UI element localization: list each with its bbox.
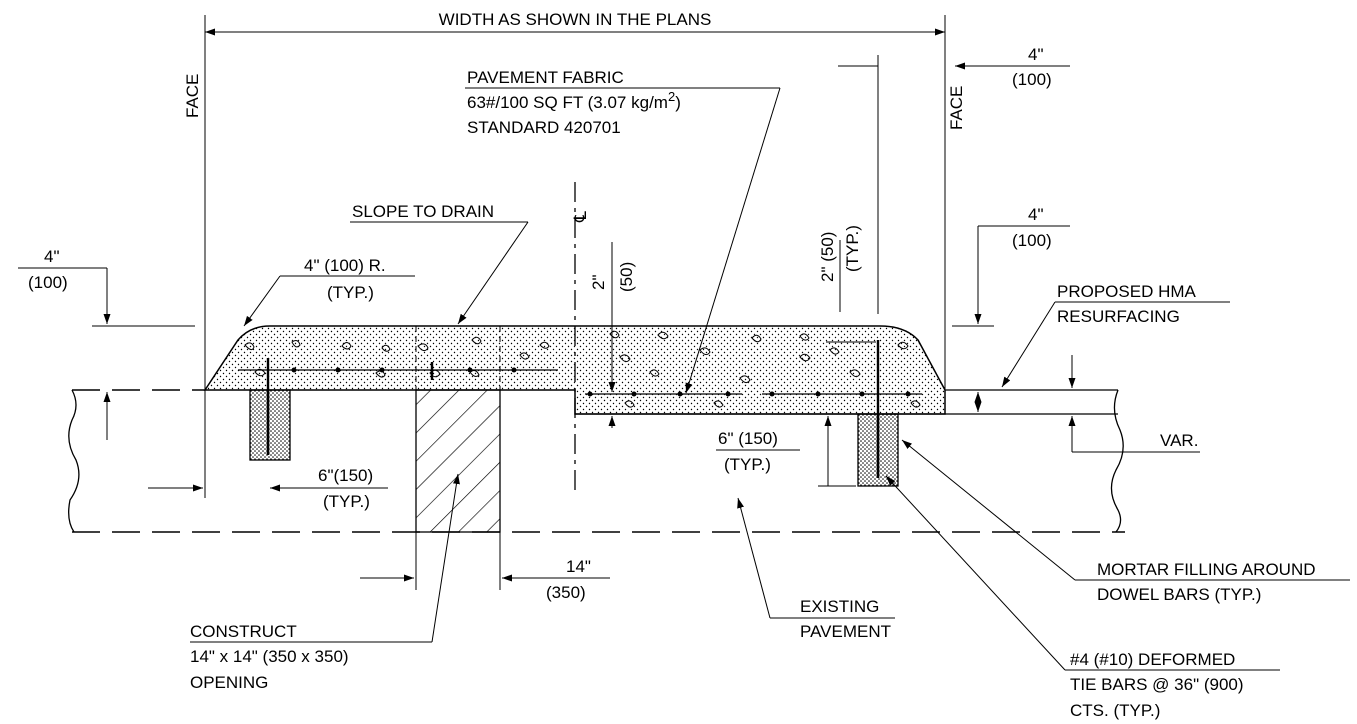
- tie-2: TIE BARS @ 36" (900): [1070, 675, 1244, 694]
- left-100: (100): [28, 273, 68, 292]
- face-lines: [204, 15, 946, 498]
- hma-label-2: RESURFACING: [1057, 307, 1180, 326]
- mortar-hole-right: [857, 413, 899, 487]
- radius-label-1: 4" (100) R.: [304, 256, 386, 275]
- var-label: VAR.: [1160, 431, 1198, 450]
- fourteen-1: 14": [566, 557, 591, 576]
- construct-3: OPENING: [190, 673, 268, 692]
- face-left-label: FACE: [183, 74, 202, 118]
- top-right-100: (100): [1012, 70, 1052, 89]
- construct-2: 14" x 14" (350 x 350): [190, 647, 349, 666]
- six-right-1: 6" (150): [718, 429, 778, 448]
- hma-label-1: PROPOSED HMA: [1057, 282, 1197, 301]
- existing-2: PAVEMENT: [800, 622, 891, 641]
- radius-label-2: (TYP.): [327, 283, 374, 302]
- width-label: WIDTH AS SHOWN IN THE PLANS: [439, 10, 712, 29]
- mid-right-100: (100): [1012, 231, 1052, 250]
- tie-1: #4 (#10) DEFORMED: [1070, 650, 1235, 669]
- top-right-4in: 4": [1028, 45, 1044, 64]
- six-left-2: (TYP.): [323, 492, 370, 511]
- existing-1: EXISTING: [800, 597, 879, 616]
- mortar-2: DOWEL BARS (TYP.): [1097, 585, 1261, 604]
- dimensions: [18, 28, 1350, 671]
- construct-1: CONSTRUCT: [190, 622, 297, 641]
- six-left-1: 6"(150): [318, 466, 373, 485]
- centerline-symbol: ℄: [571, 211, 590, 223]
- mortar-hole-left: [249, 389, 291, 461]
- center-50: (50): [617, 262, 636, 292]
- rebar-dots: [291, 367, 911, 397]
- mortar-1: MORTAR FILLING AROUND: [1097, 560, 1316, 579]
- construct-opening: [415, 326, 501, 533]
- fabric-label-1: PAVEMENT FABRIC: [467, 68, 624, 87]
- aggregate-stones: [244, 330, 921, 408]
- slope-label: SLOPE TO DRAIN: [352, 202, 494, 221]
- right-2in: 2" (50): [818, 232, 837, 282]
- face-right-label: FACE: [947, 86, 966, 130]
- six-right-2: (TYP.): [724, 455, 771, 474]
- fabric-label-3: STANDARD 420701: [467, 118, 621, 137]
- center-2in: 2": [589, 275, 608, 291]
- mid-right-4in: 4": [1028, 205, 1044, 224]
- fourteen-2: (350): [546, 583, 586, 602]
- fabric-label-2: 63#/100 SQ FT (3.07 kg/m2): [467, 89, 681, 112]
- right-typ: (TYP.): [843, 225, 862, 272]
- tie-3: CTS. (TYP.): [1070, 701, 1160, 720]
- labels: WIDTH AS SHOWN IN THE PLANS FACE FACE PA…: [28, 10, 1316, 720]
- left-4in: 4": [44, 247, 60, 266]
